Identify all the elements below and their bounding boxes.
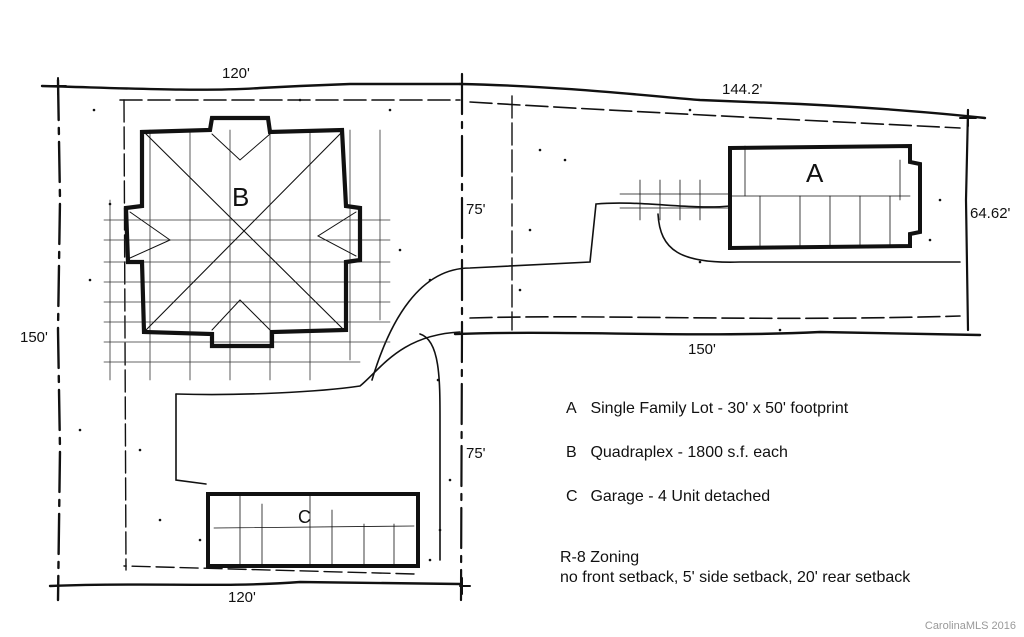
- building-a-outline: [728, 143, 922, 251]
- driveway-edge-upper: [371, 202, 731, 381]
- legend-letter: B: [566, 444, 577, 461]
- legend: A Single Family Lot - 30' x 50' footprin…: [566, 400, 848, 532]
- legend-text: Quadraplex - 1800 s.f. each: [590, 444, 788, 461]
- property-line-top-right: [458, 82, 987, 120]
- dimension-bottom: 120': [228, 589, 256, 606]
- dimension-top-right: 144.2': [722, 81, 763, 98]
- legend-letter: A: [566, 400, 577, 417]
- zoning-title: R-8 Zoning: [560, 549, 640, 566]
- building-b-outline: [123, 115, 363, 349]
- credit-watermark: CarolinaMLS 2016: [924, 620, 1016, 632]
- property-line-left: [56, 78, 62, 602]
- legend-item-c: C Garage - 4 Unit detached: [566, 488, 848, 532]
- building-a-label: A: [806, 158, 824, 188]
- property-line-middle: [459, 72, 464, 602]
- dimension-right-lot-bottom: 150': [688, 341, 716, 358]
- zoning-setbacks: no front setback, 5' side setback, 20' r…: [560, 569, 911, 586]
- property-line-top-left: [40, 82, 462, 91]
- building-c-outline: [206, 492, 420, 568]
- legend-text: Single Family Lot - 30' x 50' footprint: [590, 400, 849, 417]
- dimension-middle-upper: 75': [466, 201, 486, 218]
- property-line-right: [964, 108, 970, 332]
- legend-item-a: A Single Family Lot - 30' x 50' footprin…: [566, 400, 848, 444]
- legend-letter: C: [566, 488, 578, 505]
- legend-text: Garage - 4 Unit detached: [590, 488, 771, 505]
- building-b-label: B: [232, 182, 250, 212]
- zoning-note: R-8 Zoning no front setback, 5' side set…: [560, 548, 910, 588]
- property-line-bottom: [48, 580, 462, 588]
- dimension-left: 150': [20, 329, 48, 346]
- dimension-middle-lower: 75': [466, 445, 486, 462]
- dimension-top-left: 120': [222, 65, 250, 82]
- driveway-edge-lower: [175, 331, 461, 396]
- property-line-right-lot-bottom: [453, 330, 982, 337]
- legend-item-b: B Quadraplex - 1800 s.f. each: [566, 444, 848, 488]
- dimension-right: 64.62': [970, 205, 1011, 222]
- building-c-label: C: [298, 507, 311, 527]
